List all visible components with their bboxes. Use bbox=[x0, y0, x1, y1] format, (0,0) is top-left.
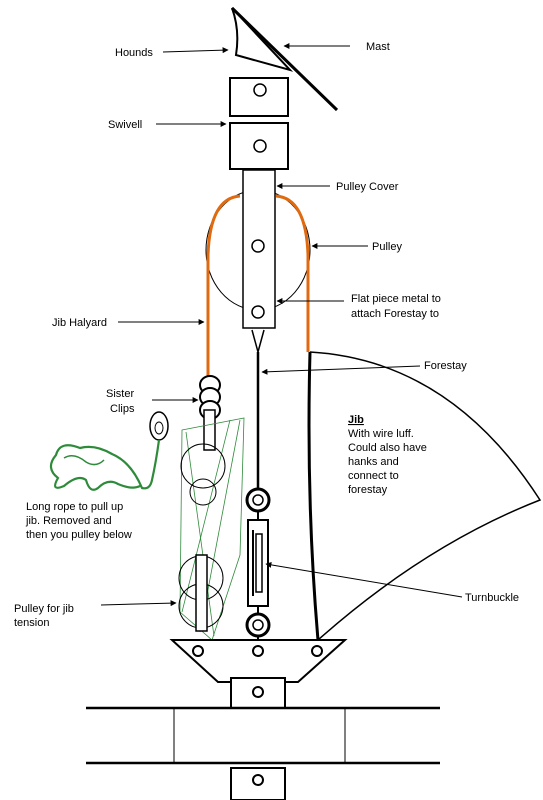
label-jib-note-2: Could also have bbox=[348, 442, 427, 454]
pulley-jib-arrow bbox=[100, 600, 177, 607]
label-pulley-jib-1: Pulley for jib bbox=[14, 603, 74, 615]
hounds-arrow bbox=[162, 47, 229, 54]
sister-clips bbox=[199, 375, 221, 451]
label-pulley-jib-2: tension bbox=[14, 617, 49, 629]
turnbuckle-arrow bbox=[265, 561, 463, 598]
leader-arrows bbox=[100, 43, 463, 607]
label-long-rope-2: jib. Removed and bbox=[25, 515, 112, 527]
forestay-wire bbox=[251, 329, 265, 488]
label-jib-note-4: connect to bbox=[348, 470, 399, 482]
pull-up-rope bbox=[49, 411, 169, 491]
deck-beams bbox=[86, 706, 440, 800]
label-turnbuckle: Turnbuckle bbox=[465, 592, 519, 604]
label-swivel: Swivell bbox=[108, 119, 142, 131]
turnbuckle bbox=[245, 487, 271, 645]
jib-tension-pulley bbox=[178, 417, 245, 641]
pulley-cover bbox=[242, 169, 276, 329]
jib-halyard-line bbox=[206, 194, 310, 378]
hounds-block bbox=[229, 77, 289, 117]
label-mast: Mast bbox=[366, 41, 390, 53]
label-sister-clips-1: Sister bbox=[106, 388, 134, 400]
jib-sail bbox=[307, 351, 542, 641]
label-flat-metal-1: Flat piece metal to bbox=[351, 293, 441, 305]
mast bbox=[230, 6, 339, 112]
swivel-block bbox=[229, 122, 289, 170]
label-jib-title: Jib bbox=[348, 414, 364, 426]
label-long-rope-1: Long rope to pull up bbox=[26, 501, 123, 513]
label-jib-note-5: forestay bbox=[348, 484, 388, 496]
label-hounds: Hounds bbox=[115, 47, 153, 59]
label-sister-clips-2: Clips bbox=[110, 403, 135, 415]
label-pulley-cover: Pulley Cover bbox=[336, 181, 399, 193]
label-jib-halyard: Jib Halyard bbox=[52, 317, 107, 329]
label-forestay: Forestay bbox=[424, 360, 467, 372]
label-jib-note-3: hanks and bbox=[348, 456, 399, 468]
label-jib-note-1: With wire luff. bbox=[348, 428, 414, 440]
label-pulley: Pulley bbox=[372, 241, 402, 253]
base-bracket bbox=[169, 639, 348, 709]
label-flat-metal-2: attach Forestay to bbox=[351, 308, 439, 320]
forestay-arrow bbox=[261, 365, 421, 375]
label-long-rope-3: then you pulley below bbox=[26, 529, 132, 541]
